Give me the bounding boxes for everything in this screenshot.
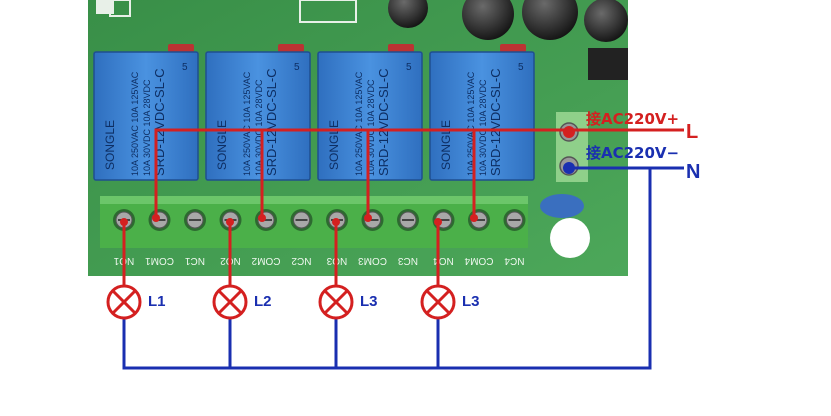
terminal-label: COM4: [464, 255, 493, 266]
relay-pin-label: 5: [406, 62, 412, 73]
relay-pin-label: 5: [518, 62, 524, 73]
capacitor: [388, 0, 428, 28]
relay-model: SRD-12VDC-SL-C: [152, 68, 167, 176]
relay: SONGLE SRD-12VDC-SL-C 10A 250VAC 10A 125VA…: [205, 51, 311, 181]
relay-brand: SONGLE: [327, 120, 341, 170]
neutral-supply-label: 接AC220V−: [586, 144, 679, 162]
terminal-label: NO4: [433, 255, 454, 266]
relay: SONGLE SRD-12VDC-SL-C 10A 250VAC 10A 125VA…: [429, 51, 535, 181]
terminal-screw: [184, 209, 206, 231]
terminal-label: NC1: [185, 255, 205, 266]
relay-pin-label: 5: [294, 62, 300, 73]
relay-brand: SONGLE: [215, 120, 229, 170]
mounting-hole: [550, 218, 590, 258]
relay-rating: 10A 250VAC 10A 125VAC: [130, 71, 140, 176]
terminal-screw: [255, 209, 277, 231]
relay-rating: 10A 30VDC 10A 28VDC: [142, 79, 152, 176]
relay-rating: 10A 250VAC 10A 125VAC: [242, 71, 252, 176]
silkscreen-pad: [96, 0, 114, 14]
terminal-screw: [290, 209, 313, 231]
lamp-label: L2: [254, 293, 272, 310]
neutral-letter: N: [686, 161, 700, 183]
relay-model: SRD-12VDC-SL-C: [376, 68, 391, 176]
lamp-label: L1: [148, 293, 166, 310]
lamp: L1: [106, 284, 166, 320]
terminal-label: COM2: [251, 255, 280, 266]
silkscreen-box: [299, 0, 357, 23]
relay-rating: 10A 250VAC 10A 125VAC: [354, 71, 364, 176]
relay-rating: 10A 30VDC 10A 28VDC: [254, 79, 264, 176]
lamp: L2: [212, 284, 272, 320]
live-terminal-dot: [563, 126, 575, 138]
lamp-label: L3: [462, 293, 480, 310]
lamp: L3: [420, 284, 480, 320]
live-supply-label: 接AC220V+: [586, 110, 679, 128]
terminal-label: COM1: [145, 255, 174, 266]
terminal-label: NC2: [291, 255, 311, 266]
neutral-return-wire: [122, 166, 652, 370]
blue-capacitor: [540, 194, 584, 218]
terminal-label: COM3: [358, 255, 387, 266]
capacitor: [584, 0, 628, 42]
relay-rating: 10A 30VDC 10A 28VDC: [366, 79, 376, 176]
relay-model: SRD-12VDC-SL-C: [264, 68, 279, 176]
live-letter: L: [686, 121, 698, 143]
neutral-terminal-dot: [563, 162, 575, 174]
relay-brand: SONGLE: [103, 120, 117, 170]
relay-brand: SONGLE: [439, 120, 453, 170]
terminal-label: NC3: [398, 255, 418, 266]
capacitor: [462, 0, 514, 40]
relay: SONGLE SRD-12VDC-SL-C 10A 250VAC 10A 125VA…: [317, 51, 423, 181]
lamp-label: L3: [360, 293, 378, 310]
output-terminal-block: [100, 196, 528, 248]
capacitor: [522, 0, 578, 40]
relay-rating: 10A 250VAC 10A 125VAC: [466, 71, 476, 176]
relay-pin-label: 5: [182, 62, 188, 73]
live-bus-wire: [154, 128, 684, 218]
terminal-screw: [397, 209, 419, 231]
relay: SONGLE SRD-12VDC-SL-C 10A 250VAC 10A 125VA…: [93, 51, 199, 181]
terminal-label: NC4: [504, 255, 524, 266]
voltage-regulator: [588, 48, 628, 80]
terminal-screw: [148, 209, 171, 231]
lamp: L3: [318, 284, 378, 320]
terminal-screw: [503, 209, 526, 231]
relay-rating: 10A 30VDC 10A 28VDC: [478, 79, 488, 176]
relay-model: SRD-12VDC-SL-C: [488, 68, 503, 176]
